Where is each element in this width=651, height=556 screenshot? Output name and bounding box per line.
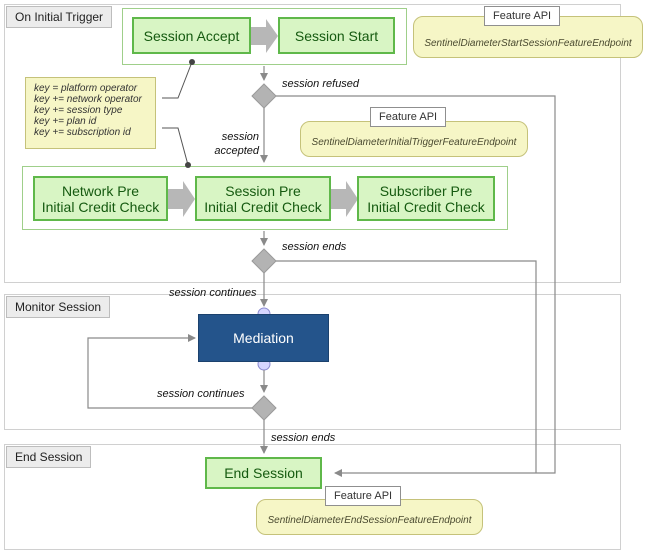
endpoint-name: SentinelDiameterInitialTriggerFeatureEnd… — [311, 137, 517, 148]
session-pre-credit-check-step: Session Pre Initial Credit Check — [195, 176, 331, 221]
note-line: key += plan id — [34, 116, 97, 127]
chevron-arrow — [251, 19, 278, 53]
decision-diamond — [251, 395, 277, 421]
session-key-note: key = platform operator key += network o… — [25, 77, 156, 149]
feature-api-tag: Feature API — [325, 486, 402, 506]
mediation-step: Mediation — [198, 314, 329, 362]
network-pre-credit-check-step: Network Pre Initial Credit Check — [33, 176, 168, 221]
feature-api-tag: Feature API — [484, 6, 561, 26]
session-start-step: Session Start — [278, 17, 395, 54]
note-line: key += session type — [34, 105, 123, 116]
subscriber-pre-credit-check-step: Subscriber Pre Initial Credit Check — [357, 176, 495, 221]
session-accept-step: Session Accept — [132, 17, 251, 54]
note-line: key += subscription id — [34, 127, 131, 138]
endpoint-name: SentinelDiameterEndSessionFeatureEndpoin… — [267, 515, 472, 526]
label-session-accepted: session accepted — [214, 131, 259, 157]
decision-diamond — [251, 248, 277, 274]
chevron-arrow — [330, 181, 358, 217]
end-session-step: End Session — [205, 457, 322, 489]
chevron-arrow — [167, 181, 195, 217]
endpoint-name: SentinelDiameterStartSessionFeatureEndpo… — [424, 38, 632, 49]
lane-label: End Session — [6, 446, 92, 468]
label-session-continues: session continues — [169, 287, 257, 299]
lane-label: On Initial Trigger — [6, 6, 113, 28]
feature-api-tag: Feature API — [370, 107, 447, 127]
label-session-refused: session refused — [282, 78, 360, 90]
lane-label: Monitor Session — [6, 296, 111, 318]
label-session-ends: session ends — [282, 241, 347, 253]
label-session-continues-loop: session continues — [157, 388, 245, 400]
note-line: key += network operator — [34, 94, 142, 105]
label-session-ends-final: session ends — [271, 432, 336, 444]
decision-diamond — [251, 83, 277, 109]
note-line: key = platform operator — [34, 83, 138, 94]
